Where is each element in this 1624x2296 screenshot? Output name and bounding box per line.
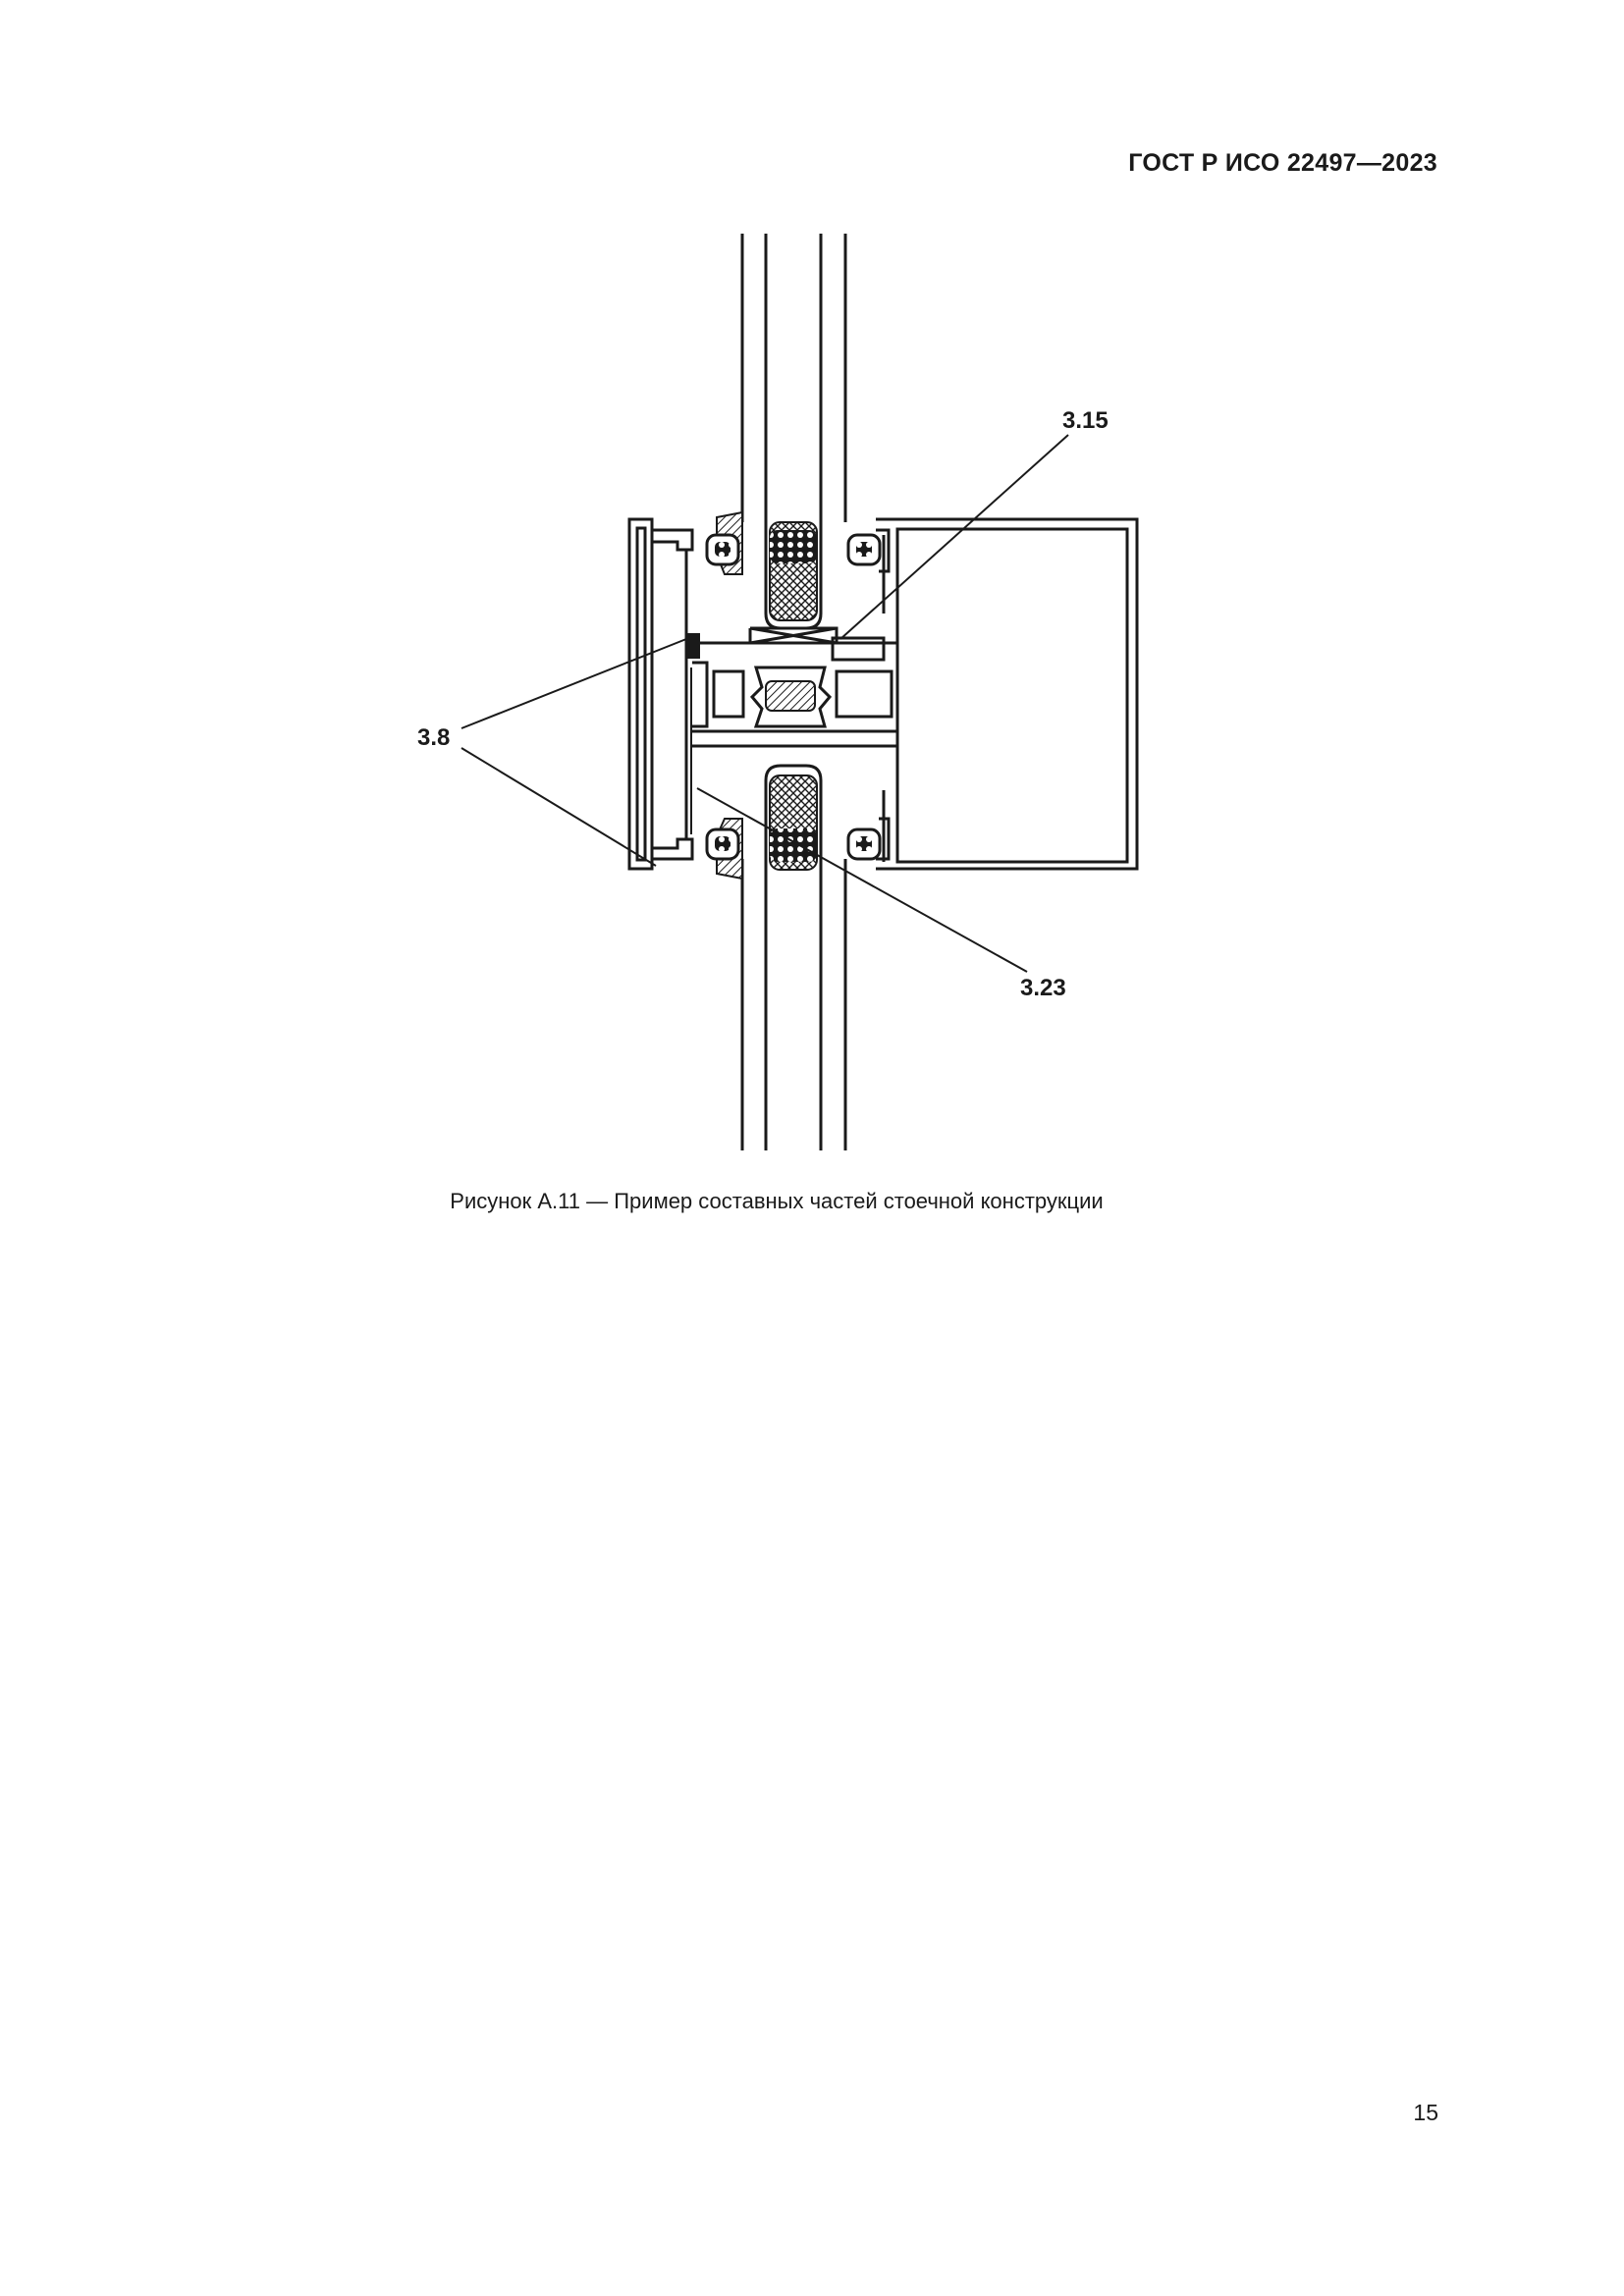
inner-glazing-gasket-upper [846, 533, 882, 566]
upper-desiccant [770, 530, 817, 563]
callout-3-8: 3.8 [417, 724, 450, 751]
mullion-profile [692, 517, 1139, 871]
thermal-seal-block [686, 633, 700, 659]
inner-glazing-gasket-lower [846, 828, 882, 861]
lower-glass-edge [764, 764, 823, 781]
page-number: 15 [1413, 2100, 1438, 2125]
upper-glass-pane [740, 234, 847, 614]
lower-desiccant [770, 828, 817, 862]
leader-lines [460, 434, 1069, 973]
pressure-plate [627, 517, 694, 871]
thermal-break-insulator [749, 666, 833, 728]
pressure-plate-gasket-lower [705, 818, 743, 881]
document-header: ГОСТ Р ИСО 22497—2023 [1128, 149, 1437, 177]
figure-caption: Рисунок А.11 — Пример составных частей с… [450, 1189, 1104, 1213]
curtain-wall-mullion-section-drawing: 3.15 3.8 3.23 [417, 234, 1139, 1150]
callout-3-23: 3.23 [1020, 975, 1066, 1001]
lower-glass-pane [740, 780, 847, 1150]
pressure-plate-gasket-upper [705, 510, 743, 575]
callout-3-15: 3.15 [1062, 407, 1109, 434]
